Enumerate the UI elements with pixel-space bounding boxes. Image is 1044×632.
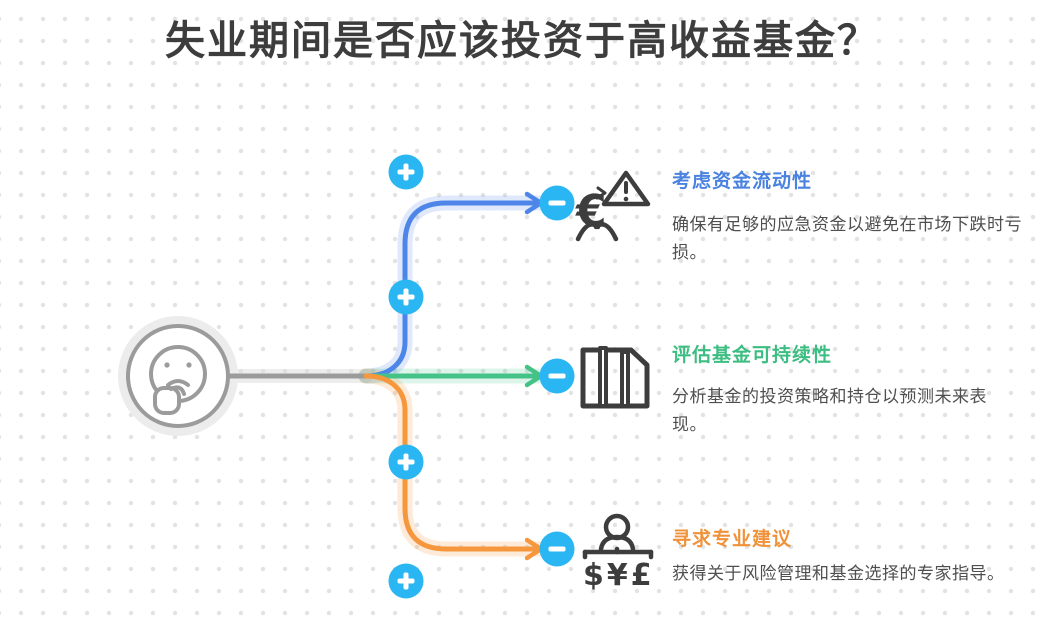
minus-icon <box>548 200 566 206</box>
description-line: 分析基金的投资策略和持仓以预测未来表 <box>672 387 987 406</box>
minus-icon <box>548 373 566 379</box>
description-line: 获得关于风险管理和基金选择的专家指导。 <box>672 564 1005 583</box>
person-euro-warning-icon: € <box>575 170 651 242</box>
branch-sustainability-description: 分析基金的投资策略和持仓以预测未来表 现。 <box>672 383 987 439</box>
description-line: 确保有足够的应急资金以避免在市场下跌时亏 <box>672 215 1022 234</box>
branch-liquidity-description: 确保有足够的应急资金以避免在市场下跌时亏 损。 <box>672 211 1022 267</box>
collapse-button-liquidity[interactable] <box>539 185 575 221</box>
add-node-button-bottom[interactable] <box>388 563 424 599</box>
add-node-button-between-1-2[interactable] <box>388 279 424 315</box>
books-icon <box>580 346 650 409</box>
branch-sustainability-title[interactable]: 评估基金可持续性 <box>672 345 833 366</box>
minus-icon <box>548 546 566 552</box>
description-line: 损。 <box>672 243 707 262</box>
collapse-button-advice[interactable] <box>539 531 575 567</box>
thinking-face-icon <box>149 345 207 415</box>
branch-advice-connector <box>363 373 539 552</box>
branch-liquidity-connector <box>363 200 539 379</box>
svg-text:$¥£: $¥£ <box>583 558 655 593</box>
branch-liquidity-title[interactable]: 考虑资金流动性 <box>672 171 813 192</box>
collapse-button-sustainability[interactable] <box>539 358 575 394</box>
page-title: 失业期间是否应该投资于高收益基金？ <box>165 18 879 63</box>
add-node-button-top[interactable] <box>388 154 424 190</box>
description-line: 现。 <box>672 415 707 434</box>
branch-advice-title[interactable]: 寻求专业建议 <box>672 529 793 550</box>
center-node[interactable] <box>126 324 230 428</box>
add-node-button-between-2-3[interactable] <box>388 444 424 480</box>
branch-advice-description: 获得关于风险管理和基金选择的专家指导。 <box>672 560 1005 588</box>
advisor-currency-icon: $¥£ <box>582 513 655 593</box>
